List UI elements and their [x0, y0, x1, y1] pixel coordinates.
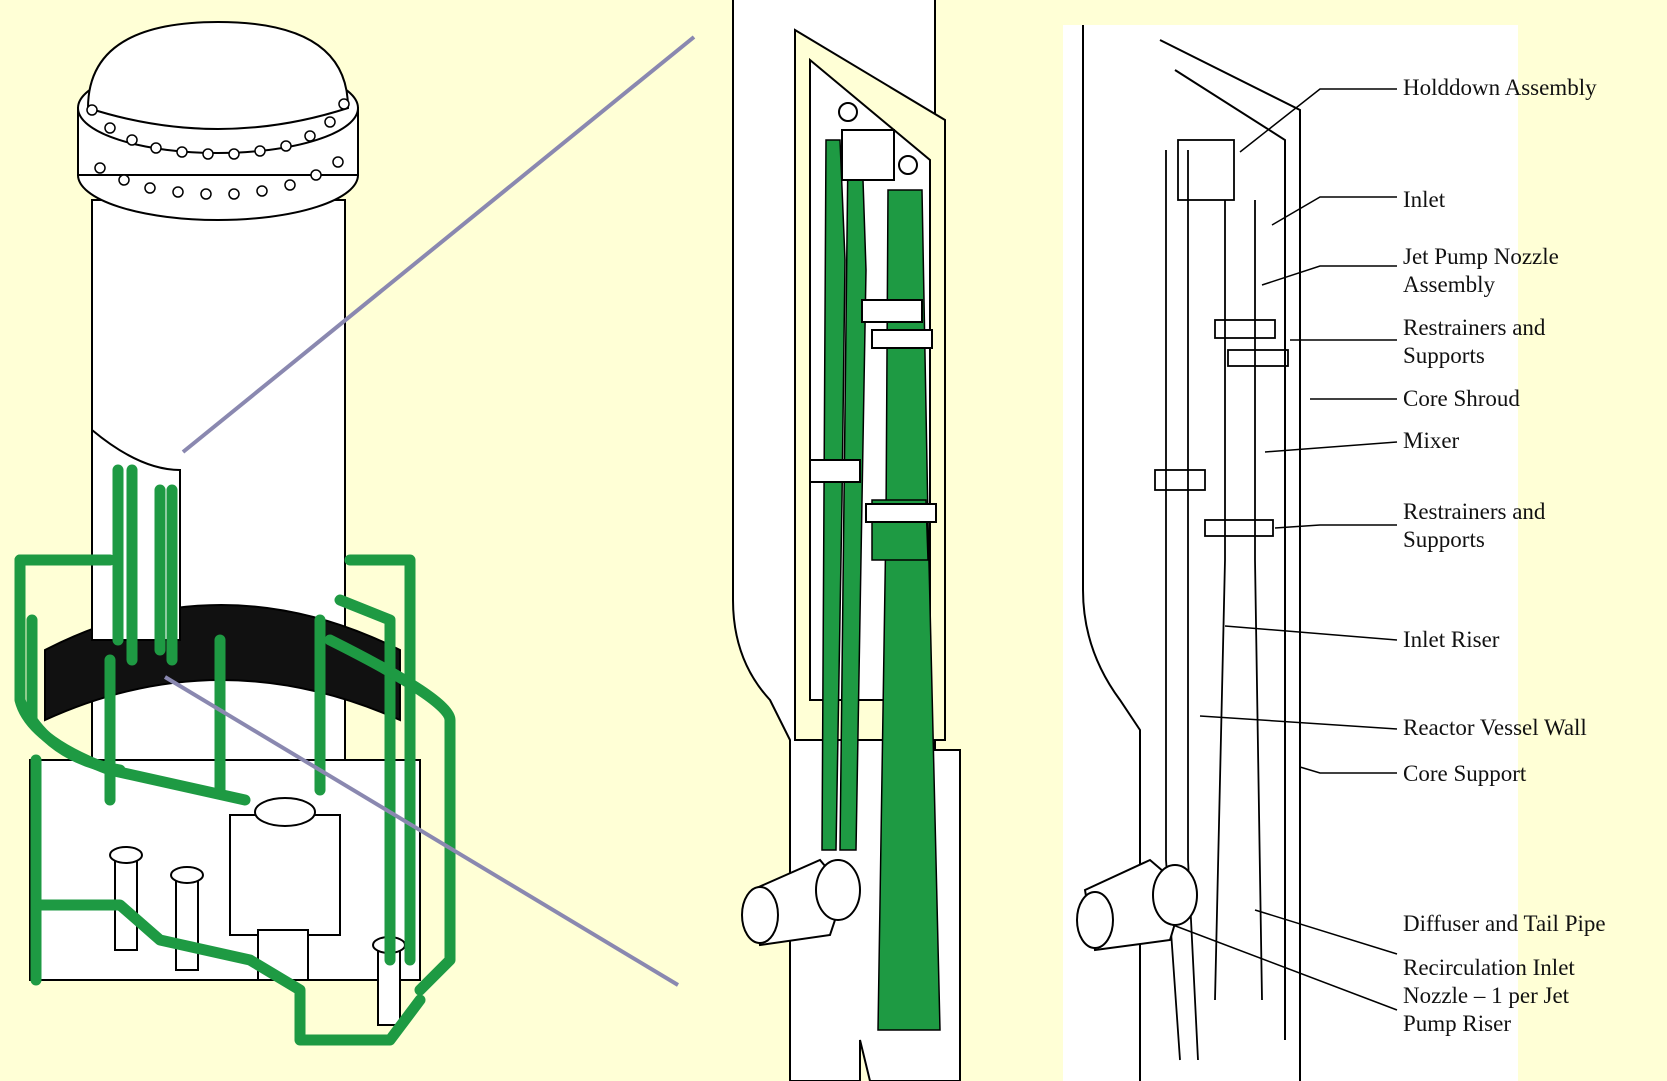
leader-inlet — [1271, 196, 1397, 226]
vessel-wall-outline-right — [1082, 25, 1141, 1081]
leader-mixer — [1264, 441, 1398, 453]
pump-motor-cap — [254, 797, 316, 827]
shroud-inner-right — [1174, 69, 1286, 1040]
leader-recirc — [1164, 921, 1398, 1011]
pump-motor-housing — [229, 814, 341, 936]
leader-wall — [1199, 715, 1398, 730]
leader-riser — [1224, 625, 1398, 641]
pointer-line-upper — [181, 35, 696, 454]
shroud-outline-right — [1159, 39, 1301, 1081]
leader-support — [1299, 766, 1397, 774]
jet-pump-labeled-drawing — [1063, 25, 1667, 1081]
label-highlight-blocks — [1518, 25, 1667, 888]
vessel-dome — [86, 20, 350, 130]
recirculation-piping — [14, 464, 456, 1046]
holddown-mid — [809, 102, 937, 523]
pointer-line-lower — [163, 675, 680, 987]
leader-diffuser — [1254, 909, 1398, 955]
valves — [109, 846, 406, 1026]
reactor-vessel-illustration — [29, 20, 421, 1026]
leader-restrainers2 — [1274, 524, 1397, 529]
jet-pump-tubes-right — [1154, 139, 1289, 1061]
flange-bolts — [86, 98, 350, 200]
leader-holddown — [1239, 88, 1397, 153]
leader-lines — [1164, 88, 1398, 1011]
jet-pump-tubes-mid — [821, 139, 941, 1031]
leader-nozzle — [1261, 265, 1397, 286]
pointer-lines — [163, 35, 696, 987]
